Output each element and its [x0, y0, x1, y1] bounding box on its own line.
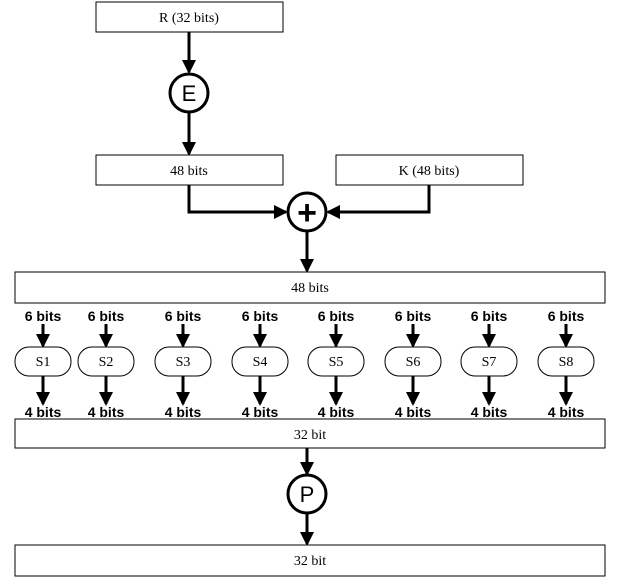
sbox-input-label: 6 bits: [471, 308, 508, 324]
expanded-box: 48 bits: [95, 154, 284, 186]
sbox-input-label: 6 bits: [548, 308, 585, 324]
sbox-input-label: 6 bits: [318, 308, 355, 324]
sbox-label: S4: [253, 355, 268, 370]
sbox-output-label: 4 bits: [318, 404, 355, 420]
expanded-label: 48 bits: [170, 164, 208, 179]
xor-output-box: 48 bits: [14, 271, 606, 304]
arrow-key-to-xor: [326, 185, 431, 219]
arrow-48-to-xor: [187, 185, 288, 219]
sbox-output-label: 4 bits: [395, 404, 432, 420]
final-output-label: 32 bit: [294, 554, 326, 569]
xor-node: +: [286, 191, 328, 233]
sbox-label: S1: [36, 355, 51, 370]
final-output-box: 32 bit: [14, 544, 606, 577]
xor-icon: +: [297, 194, 317, 232]
sbox-label: S3: [176, 355, 191, 370]
expansion-node: E: [168, 72, 210, 114]
sbox-input-label: 6 bits: [25, 308, 62, 324]
permutation-label: P: [300, 482, 315, 507]
xor-output-label: 48 bits: [291, 281, 329, 296]
sbox-label: S7: [482, 355, 497, 370]
sbox-input-label: 6 bits: [88, 308, 125, 324]
r-box: R (32 bits): [95, 1, 284, 33]
sbox-label: S2: [99, 355, 114, 370]
key-box: K (48 bits): [335, 154, 524, 186]
sbox-output-label: 4 bits: [25, 404, 62, 420]
sbox-output-label: 4 bits: [88, 404, 125, 420]
sbox-output-box: 32 bit: [14, 418, 606, 449]
sbox-output-label: 4 bits: [242, 404, 279, 420]
sbox-output-label: 4 bits: [471, 404, 508, 420]
sbox-label: S8: [559, 355, 574, 370]
sbox-input-label: 6 bits: [395, 308, 432, 324]
sbox-label: S6: [406, 355, 421, 370]
r-label: R (32 bits): [159, 11, 219, 26]
expansion-label: E: [182, 81, 197, 106]
sbox-input-label: 6 bits: [165, 308, 202, 324]
key-label: K (48 bits): [399, 164, 460, 179]
sbox-input-label: 6 bits: [242, 308, 279, 324]
sbox-output-label: 4 bits: [165, 404, 202, 420]
sbox-output-label: 32 bit: [294, 428, 326, 443]
sbox-label: S5: [329, 355, 344, 370]
permutation-node: P: [286, 473, 328, 515]
sbox-output-label: 4 bits: [548, 404, 585, 420]
